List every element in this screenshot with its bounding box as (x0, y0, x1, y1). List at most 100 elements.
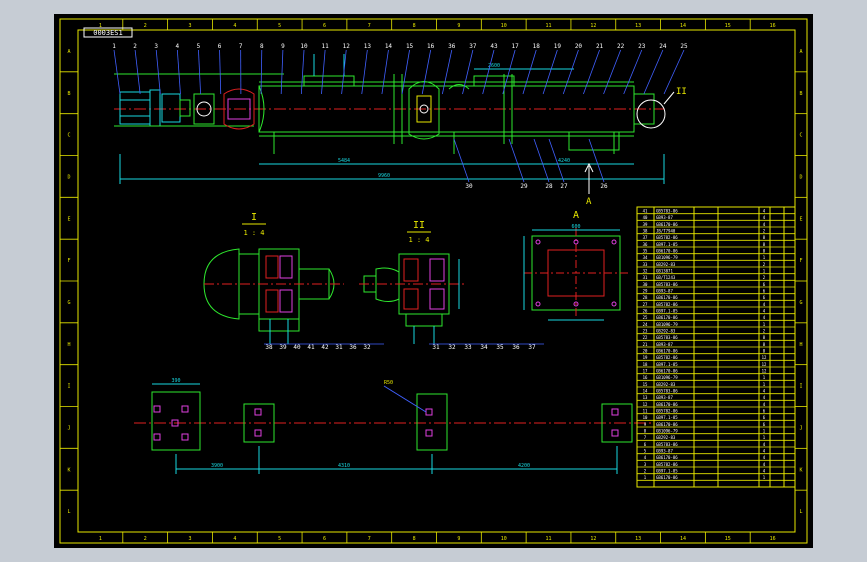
bom-row-qty: 8 (763, 348, 766, 353)
bom-row-qty: 8 (763, 248, 766, 253)
border-col-label: 3 (189, 23, 192, 29)
part-leader (453, 138, 470, 183)
foot-spacing-1: 3900 (211, 463, 223, 469)
bom-row-name: GB97.1-85 (656, 468, 678, 473)
bom-row-number: 37 (643, 235, 648, 240)
bom-row-name: GB5783-86 (656, 388, 678, 393)
detail-II-scale: 1 : 4 (408, 236, 429, 244)
bom-row-name: GB6170-86 (656, 348, 678, 353)
bom-row-number: 1 (644, 475, 647, 480)
part-leader (113, 49, 121, 95)
part-number-label: 28 (545, 183, 553, 190)
border-col-label: 13 (635, 536, 641, 542)
border-col-label: 12 (590, 23, 596, 29)
part-leader (341, 49, 347, 95)
part-number-label: 3 (154, 43, 158, 50)
bom-row-number: 5 (644, 448, 647, 453)
bom-row-number: 7 (644, 435, 647, 440)
part-leader (588, 138, 605, 183)
bom-row-qty: 4 (763, 448, 766, 453)
foundation-pad-3 (416, 393, 448, 451)
part-leader (502, 49, 516, 95)
border-row-label: K (799, 467, 802, 473)
callout-II-label: II (676, 87, 687, 97)
border-col-label: 7 (368, 536, 371, 542)
dim-sub3-text: 2600 (488, 63, 500, 69)
part-leader (482, 49, 495, 95)
border-row-label: D (799, 174, 802, 180)
part-number-label: 10 (300, 43, 308, 50)
border-row-label: D (67, 174, 70, 180)
bom-row-qty: 4 (763, 222, 766, 227)
bom-row-number: 18 (643, 362, 648, 367)
part-number-label: 30 (465, 183, 473, 190)
part-number-label: 26 (600, 183, 608, 190)
bom-row-number: 8 (644, 428, 647, 433)
detail-I-part-number: 36 (349, 344, 357, 351)
part-number-label: 14 (385, 43, 393, 50)
bom-row-name: GB6170-86 (656, 248, 678, 253)
part-number-label: 7 (239, 43, 243, 50)
foundation-plan[interactable]: 3900 4310 4200 390 R50 (134, 378, 654, 474)
bom-row-number: 39 (643, 222, 648, 227)
bom-row-qty: 4 (763, 455, 766, 460)
bom-row-qty: 6 (763, 295, 766, 300)
border-row-label: A (67, 49, 70, 55)
part-leader (280, 49, 284, 95)
border-col-label: 11 (546, 536, 552, 542)
bom-row-name: GB97.1-85 (656, 242, 678, 247)
part-number-label: 18 (533, 43, 541, 50)
part-number-label: 23 (638, 43, 646, 50)
bom-row-qty: 4 (763, 468, 766, 473)
border-row-label: B (799, 91, 802, 97)
part-number-label: 29 (520, 183, 528, 190)
detail-II-view[interactable]: II 1 : 4 (359, 220, 464, 344)
part-leader (508, 138, 525, 183)
bom-row-qty: 1 (763, 475, 766, 480)
detail-II-part-number: 31 (432, 344, 440, 351)
bom-row-qty: 1 (763, 428, 766, 433)
detail-I-part-number: 42 (321, 344, 329, 351)
detail-I-title: I (251, 212, 257, 223)
view-A-width: 600 (571, 224, 580, 230)
part-number-label: 37 (469, 43, 477, 50)
bom-row-number: 41 (643, 208, 648, 213)
bom-row-name: GB292-83 (656, 328, 676, 333)
border-col-label: 9 (457, 536, 460, 542)
hanger-bearing-1 (408, 81, 440, 140)
border-col-label: 5 (278, 536, 281, 542)
bom-row-name: GB6170-86 (656, 455, 678, 460)
part-leader (300, 49, 305, 95)
view-A[interactable]: A 600 (523, 210, 629, 321)
bom-row-qty: 1 (763, 255, 766, 260)
motor-body (119, 91, 151, 125)
drawing-number: 0003ES1 (93, 29, 123, 37)
border-row-label: C (799, 133, 802, 139)
detail-II-part-number: 34 (480, 344, 488, 351)
bom-row-name: GB6170-86 (656, 315, 678, 320)
bom-row-number: 31 (643, 275, 648, 280)
main-elevation-view[interactable]: II 9960 5484 4240 2600 A (114, 54, 687, 207)
bom-row-qty: 4 (763, 442, 766, 447)
bom-row-qty: 6 (763, 282, 766, 287)
detail-I-view[interactable]: I 1 : 4 (203, 212, 344, 344)
bom-row-name: GB97.1-85 (656, 415, 678, 420)
callout-circle-II (636, 99, 666, 129)
bom-row-number: 22 (643, 335, 648, 340)
dim-overall-text: 9960 (378, 173, 390, 179)
detail-I-part-number: 31 (335, 344, 343, 351)
border-row-label: B (67, 91, 70, 97)
border-col-label: 15 (725, 536, 731, 542)
part-number-label: 36 (448, 43, 456, 50)
bom-row-number: 2 (644, 468, 647, 473)
part-leader (643, 49, 664, 95)
part-number-label: 11 (321, 43, 329, 50)
bom-row-name: GB13871 (656, 268, 673, 273)
bom-row-name: GB5782-86 (656, 408, 678, 413)
bom-row-number: 4 (644, 455, 647, 460)
part-number-label: 17 (511, 43, 519, 50)
